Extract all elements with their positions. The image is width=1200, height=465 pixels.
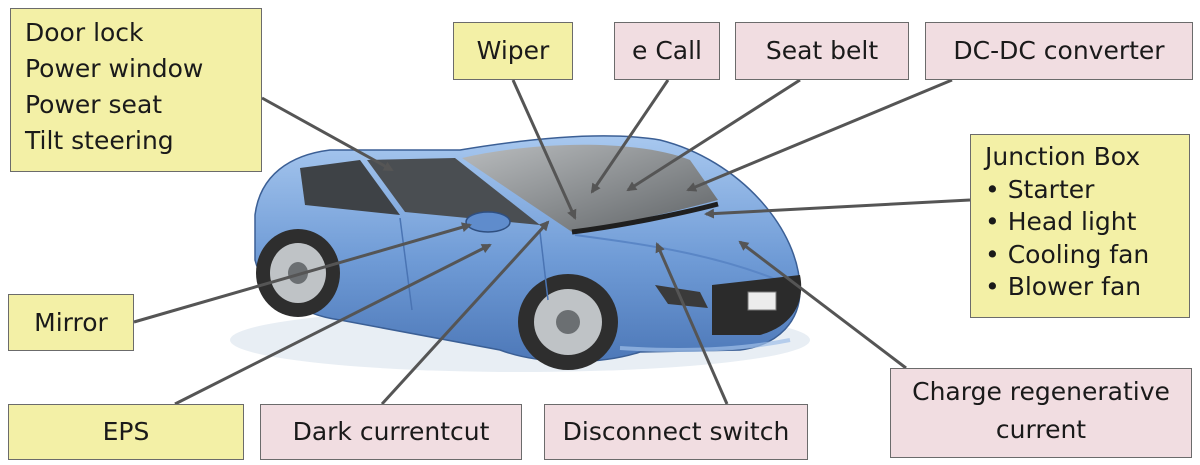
rear-window bbox=[300, 160, 400, 215]
door-line bbox=[539, 231, 549, 301]
mirror-label: Mirror bbox=[34, 307, 108, 337]
license-plate bbox=[747, 291, 777, 311]
ecall-box: e Call bbox=[614, 22, 720, 80]
rear-wheel bbox=[256, 229, 340, 317]
door-line bbox=[399, 217, 413, 311]
mirror-box: Mirror bbox=[8, 294, 134, 351]
junction-item-starter: • Starter bbox=[985, 174, 1095, 204]
junction-item-cooling-fan: • Cooling fan bbox=[985, 239, 1150, 269]
seat-belt-label: Seat belt bbox=[765, 36, 879, 65]
arrow-seat-belt bbox=[626, 78, 801, 192]
arrow-mirror bbox=[133, 222, 472, 324]
dcdc-converter-box: DC-DC converter bbox=[925, 22, 1193, 80]
disconnect-switch-box: Disconnect switch bbox=[544, 404, 808, 460]
arrow-charge-regen bbox=[738, 240, 907, 370]
arrow-door-features bbox=[261, 96, 394, 172]
wiper-box: Wiper bbox=[453, 22, 573, 80]
seat-belt-box: Seat belt bbox=[735, 22, 909, 80]
front-wheel bbox=[518, 274, 618, 370]
dcdc-converter-label: DC-DC converter bbox=[953, 36, 1165, 65]
wiper-label: Wiper bbox=[476, 36, 550, 65]
dark-current-cut-box: Dark currentcut bbox=[260, 404, 522, 460]
arrow-disconnect bbox=[655, 242, 729, 405]
charge-regenerative-box: Charge regenerative current bbox=[890, 368, 1192, 458]
arrow-junction bbox=[704, 198, 971, 219]
junction-box: Junction Box • Starter • Head light • Co… bbox=[970, 134, 1190, 318]
arrow-wiper bbox=[511, 79, 577, 220]
door-lock-label: Door lock bbox=[25, 18, 144, 47]
leader-arrows bbox=[133, 78, 971, 406]
eps-label: EPS bbox=[102, 417, 150, 446]
charge-regenerative-line1: Charge regenerative bbox=[912, 377, 1170, 406]
windshield-edge bbox=[571, 201, 719, 235]
windshield bbox=[462, 144, 718, 232]
junction-box-title: Junction Box bbox=[985, 142, 1141, 171]
side-window bbox=[367, 158, 540, 225]
arrow-ecall bbox=[590, 79, 670, 194]
charge-regenerative-line2: current bbox=[995, 415, 1087, 444]
side-mirror bbox=[465, 211, 511, 233]
hood-line bbox=[574, 234, 791, 286]
front-skirt bbox=[619, 338, 791, 352]
door-features-box: Door lock Power window Power seat Tilt s… bbox=[10, 8, 262, 172]
eps-box: EPS bbox=[8, 404, 244, 460]
junction-item-head-light: • Head light bbox=[985, 207, 1137, 236]
arrow-dark-current bbox=[380, 220, 550, 406]
junction-item-blower-fan: • Blower fan bbox=[985, 272, 1142, 301]
tilt-steering-label: Tilt steering bbox=[25, 126, 174, 155]
arrow-dcdc bbox=[686, 78, 953, 192]
power-seat-label: Power seat bbox=[25, 90, 163, 119]
power-window-label: Power window bbox=[25, 54, 204, 83]
car-illustration bbox=[230, 135, 810, 372]
arrow-eps bbox=[174, 243, 492, 406]
dark-current-cut-label: Dark currentcut bbox=[292, 417, 490, 446]
disconnect-switch-label: Disconnect switch bbox=[562, 417, 790, 446]
ecall-label: e Call bbox=[632, 36, 702, 65]
